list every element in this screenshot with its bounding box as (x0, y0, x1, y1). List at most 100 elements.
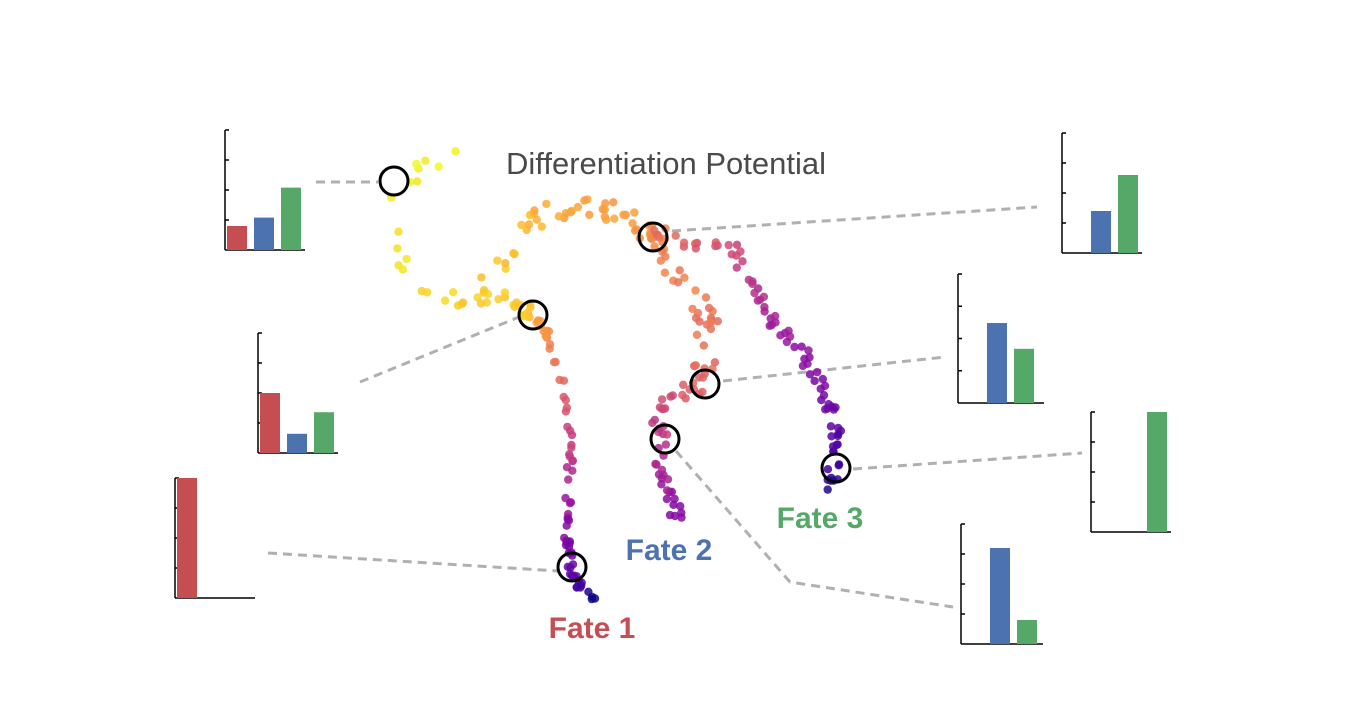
cell-point (823, 465, 833, 474)
bar-2 (990, 548, 1010, 644)
cell-point (706, 324, 716, 334)
cell-point (565, 426, 575, 435)
bar-1 (177, 478, 197, 598)
highlight-markers (378, 165, 852, 583)
cell-point (525, 210, 535, 220)
cell-point (710, 358, 720, 367)
leader-line (852, 451, 1083, 471)
cell-point (567, 443, 576, 452)
cell-point (662, 494, 672, 504)
cell-point (663, 475, 673, 484)
cell-point (628, 219, 637, 228)
bar-1 (260, 393, 280, 453)
cell-point (691, 361, 700, 370)
cell-point (665, 510, 675, 520)
cell-point (732, 240, 742, 249)
cell-point (650, 242, 659, 251)
bar-2 (987, 323, 1007, 403)
cell-point (656, 256, 665, 265)
cell-point (587, 594, 596, 604)
bar-2 (1091, 211, 1111, 253)
cell-point (691, 244, 700, 253)
cell-point (524, 220, 534, 229)
cell-point (610, 214, 619, 223)
cell-point (680, 273, 689, 282)
cell-point (542, 199, 551, 209)
cell-point (573, 202, 583, 212)
highlight-circle (517, 299, 549, 331)
cell-point (568, 466, 577, 475)
cell-point (601, 199, 610, 208)
cell-point (732, 251, 741, 260)
cell-point (568, 456, 577, 465)
cell-point (398, 265, 407, 274)
leader-line (722, 355, 946, 383)
cell-point (662, 430, 672, 439)
cell-point (834, 429, 843, 439)
cell-point (576, 583, 585, 592)
cell-point (458, 298, 468, 307)
cell-point (600, 205, 609, 214)
inset-bar-chart (957, 273, 1044, 404)
cell-point (440, 296, 450, 305)
cell-point (651, 459, 660, 469)
cell-point (501, 259, 510, 268)
cell-point (609, 198, 618, 207)
fate-2-label: Fate 2 (626, 534, 713, 567)
cell-point (732, 263, 741, 272)
cell-point (566, 208, 575, 217)
cell-point (500, 288, 509, 297)
cell-point (671, 231, 680, 240)
cell-point (566, 498, 576, 507)
cell-point (601, 215, 611, 224)
cell-point (662, 486, 672, 495)
cell-point (810, 376, 819, 386)
cell-point (412, 159, 421, 169)
cell-point (750, 288, 759, 298)
cell-point (585, 210, 594, 219)
cell-point (509, 249, 518, 258)
cell-point (704, 303, 714, 313)
cell-point (713, 317, 722, 326)
cell-point (666, 392, 675, 401)
cell-point (679, 380, 688, 389)
cell-point (706, 318, 716, 327)
cell-point (681, 394, 690, 403)
cell-point (688, 304, 697, 314)
highlight-circle (820, 452, 852, 484)
leader-line (674, 450, 954, 609)
cell-point (676, 502, 685, 511)
cell-point (413, 177, 422, 186)
bar-3 (314, 412, 334, 453)
cell-point (650, 226, 659, 235)
cell-point (451, 147, 460, 156)
cell-point (821, 405, 830, 414)
cell-point (619, 210, 628, 219)
cell-point (657, 395, 667, 404)
cell-point (483, 290, 493, 299)
cell-point (673, 278, 683, 287)
inset-bar-chart (1090, 411, 1171, 533)
bar-3 (1118, 175, 1138, 253)
cell-point (560, 533, 569, 543)
inset-bar-chart (224, 129, 305, 251)
cell-point (494, 295, 503, 304)
cell-point (804, 346, 813, 355)
cell-point (711, 238, 720, 247)
bar-1 (227, 226, 247, 250)
cell-point (660, 268, 670, 277)
cell-point (539, 326, 548, 336)
cell-point (819, 391, 829, 400)
cell-point (823, 485, 832, 494)
bar-3 (281, 187, 301, 250)
cell-point (630, 208, 639, 217)
cell-point (701, 293, 711, 302)
cell-point (657, 480, 666, 489)
cell-point (661, 440, 671, 449)
cell-point (797, 342, 806, 351)
cell-point (648, 418, 657, 427)
cell-point (545, 344, 554, 353)
cell-point (782, 337, 792, 347)
cell-point (521, 312, 530, 321)
